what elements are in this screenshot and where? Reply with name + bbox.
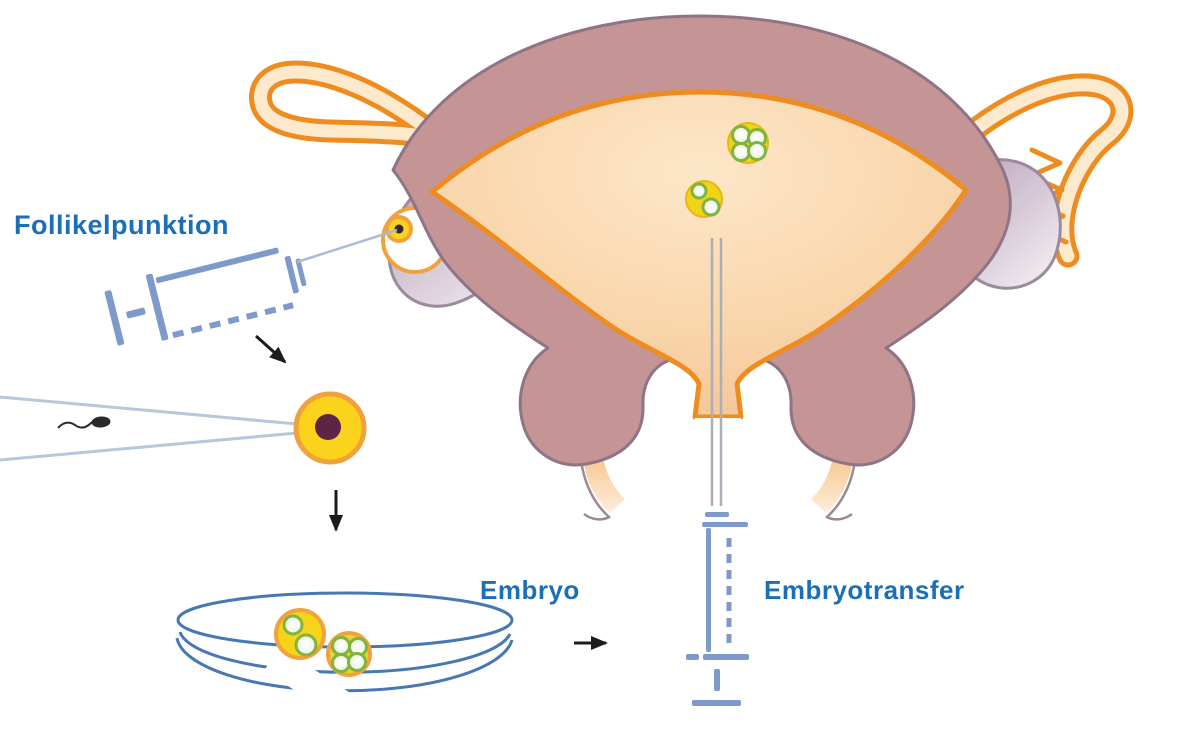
label-follicle-puncture: Follikelpunktion	[14, 210, 229, 240]
embryo-in-dish-2cell	[274, 608, 326, 660]
fallopian-tube-left	[249, 60, 490, 188]
transfer-syringe	[686, 512, 749, 706]
embryo-in-dish-4cell	[326, 631, 372, 677]
label-embryo: Embryo	[480, 575, 580, 605]
embryo-in-uterus-4cell	[727, 122, 769, 164]
uterus-cavity	[429, 89, 969, 462]
egg-nucleus	[315, 414, 341, 440]
sperm	[57, 416, 111, 429]
puncture-syringe	[104, 247, 307, 346]
transfer-catheter	[710, 238, 723, 506]
puncture-needle	[296, 228, 398, 264]
embryo-in-uterus-2cell	[685, 180, 723, 218]
icsi-pipette	[0, 395, 298, 462]
arrow-syringe-to-egg	[254, 334, 287, 364]
egg-cell	[293, 391, 367, 465]
label-embryo-transfer: Embryotransfer	[764, 575, 965, 605]
